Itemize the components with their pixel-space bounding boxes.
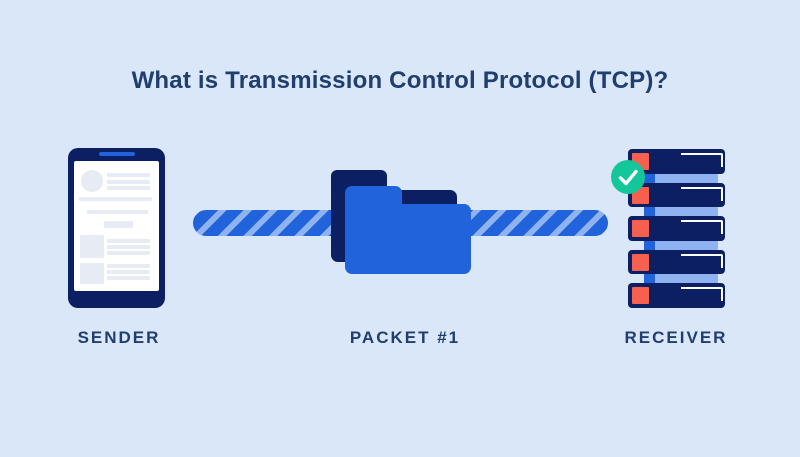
check-icon: [611, 160, 645, 194]
server-vent: [681, 153, 723, 167]
server-unit: [628, 283, 725, 308]
image-placeholder: [80, 263, 104, 284]
server-vent: [681, 220, 723, 234]
sender-phone-icon: [68, 148, 165, 308]
server-led: [632, 287, 649, 304]
server-vent: [681, 253, 723, 268]
image-placeholder: [80, 235, 104, 258]
server-connector: [644, 173, 718, 183]
avatar-placeholder: [81, 170, 103, 192]
server-connector: [644, 240, 718, 250]
server-unit: [628, 182, 725, 207]
packet-label: PACKET #1: [349, 328, 461, 347]
receiver-label: RECEIVER: [624, 328, 728, 347]
phone-speaker: [99, 152, 135, 156]
receiver-server-icon: [628, 149, 725, 308]
server-led: [632, 220, 649, 237]
server-vent: [681, 287, 723, 301]
server-vent: [681, 186, 723, 201]
server-connector: [644, 207, 718, 217]
page-title: What is Transmission Control Protocol (T…: [131, 67, 669, 94]
phone-screen: [74, 161, 159, 291]
server-connector: [644, 274, 718, 284]
front-folder-body: [345, 204, 471, 274]
server-unit: [628, 249, 725, 274]
server-unit: [628, 216, 725, 241]
sender-label: SENDER: [77, 328, 161, 347]
server-led: [632, 253, 649, 271]
